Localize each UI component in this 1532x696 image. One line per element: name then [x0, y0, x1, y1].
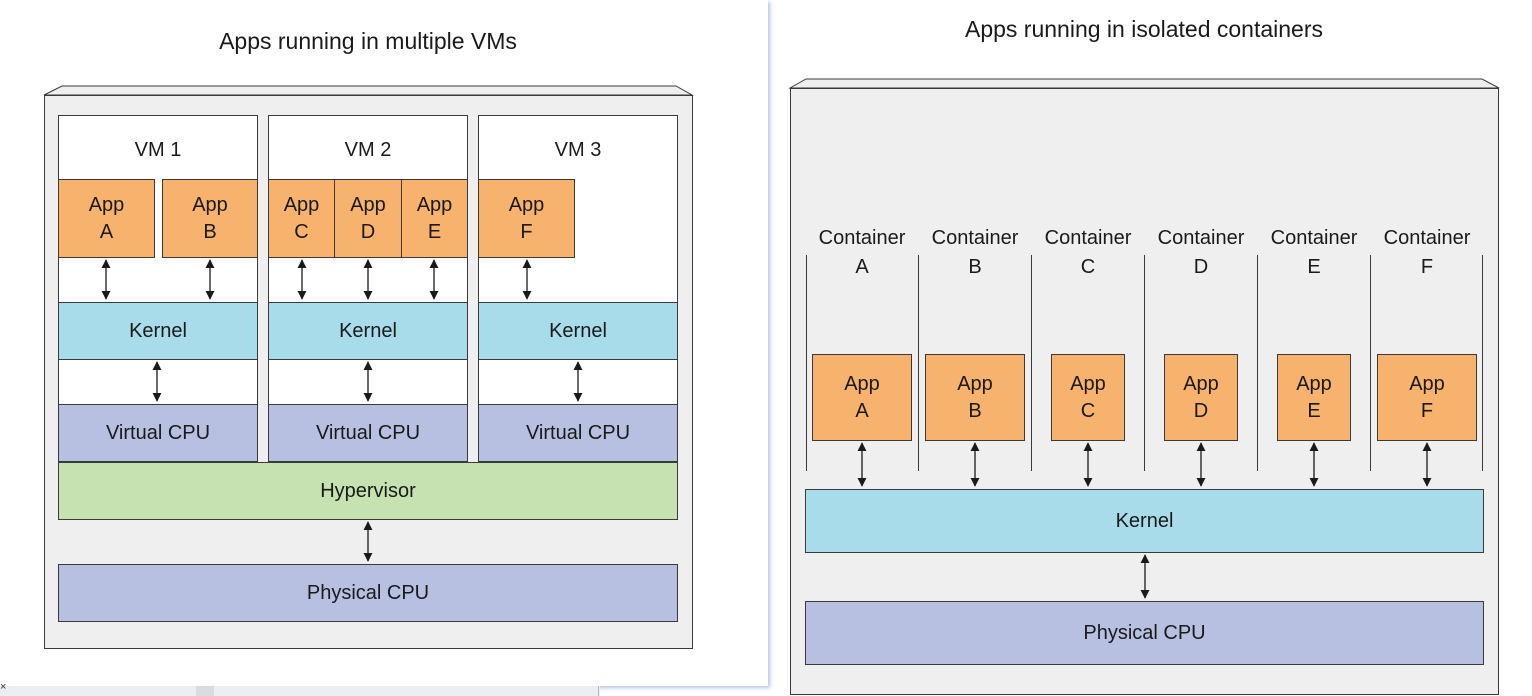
vm-arrows	[101, 259, 583, 562]
background-window-strip	[0, 686, 600, 696]
container-physical-cpu: Physical CPU	[805, 601, 1484, 665]
container-divider	[806, 255, 807, 471]
vm-1-virtual-cpu: Virtual CPU	[58, 404, 258, 462]
hypervisor-layer: Hypervisor	[58, 462, 678, 520]
container-kernel: Kernel	[805, 489, 1484, 553]
container-divider	[1370, 255, 1371, 471]
vm-name: VM 3	[554, 138, 602, 161]
container-panel-title: Apps running in isolated containers	[964, 15, 1323, 42]
close-icon[interactable]: ×	[0, 681, 7, 693]
vm-name: VM 1	[134, 138, 182, 161]
vm-2-kernel: Kernel	[268, 302, 468, 360]
vm-physical-cpu: Physical CPU	[58, 564, 678, 622]
vm-3-virtual-cpu: Virtual CPU	[478, 404, 678, 462]
background-window-divider	[598, 686, 599, 696]
container-divider	[1031, 255, 1032, 471]
container-divider	[1144, 255, 1145, 471]
container-divider	[918, 255, 919, 471]
background-window-tab	[196, 686, 214, 696]
vm-1-kernel: Kernel	[58, 302, 258, 360]
vm-3-kernel: Kernel	[478, 302, 678, 360]
container-divider	[1482, 255, 1483, 471]
vm-panel-title: Apps running in multiple VMs	[219, 27, 517, 54]
vm-2-virtual-cpu: Virtual CPU	[268, 404, 468, 462]
container-divider	[1257, 255, 1258, 471]
vm-name: VM 2	[344, 138, 392, 161]
